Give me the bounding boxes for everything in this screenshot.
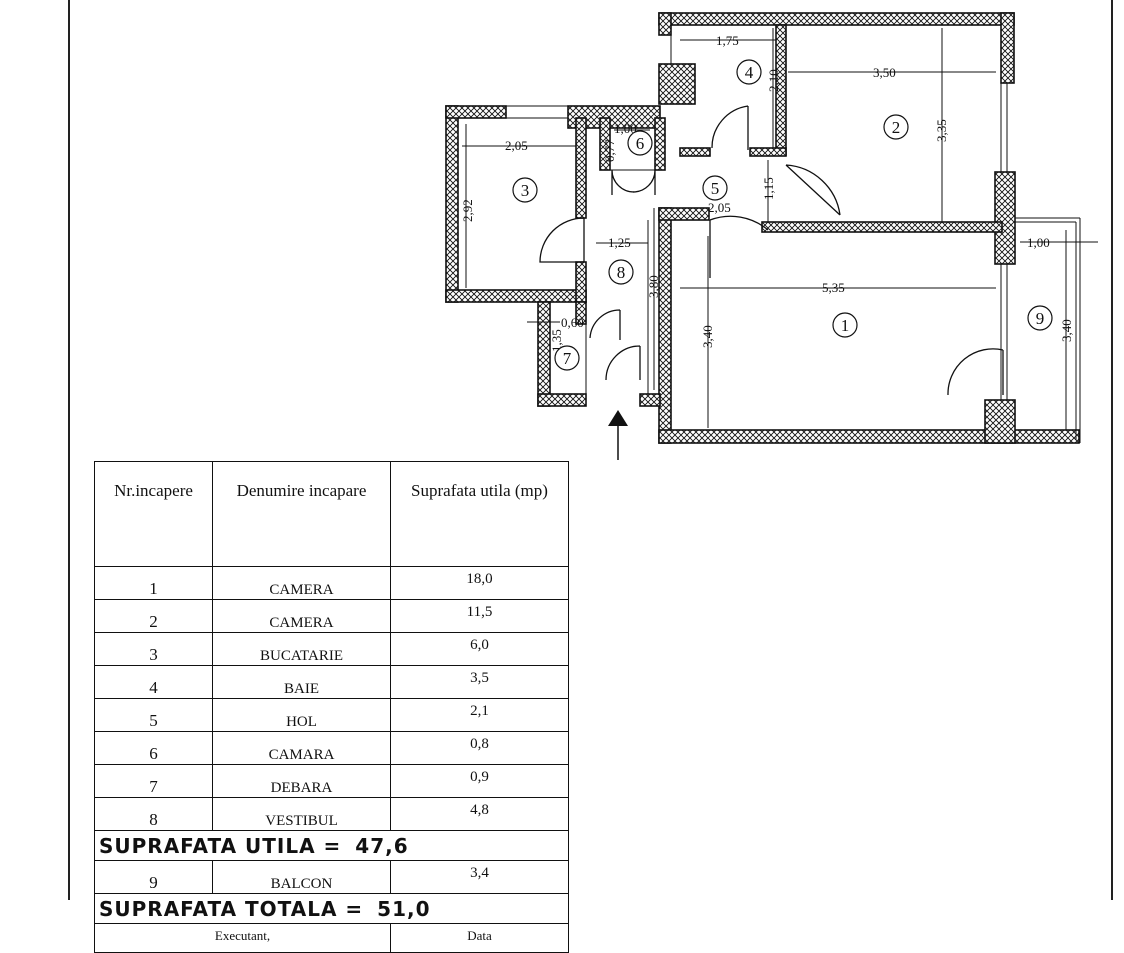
room-5-circle [702,175,728,201]
room-1-circle [832,312,858,338]
dim-2-92: 2,92 [460,199,475,222]
useful-total-label: SUPRAFATA UTILA = [99,833,342,858]
dim-2-10: 2,10 [766,69,781,92]
dim-3-40-room: 3,40 [700,325,715,348]
cell-name: VESTIBUL [212,797,391,831]
dim-3-50: 3,50 [873,65,896,80]
cell-nr: 4 [94,665,213,699]
room-8-number: 8 [617,263,626,282]
room-6-number: 6 [636,134,645,153]
room-6-circle [627,130,653,156]
room-numbers: 1 2 3 4 5 6 7 8 9 [521,63,1045,368]
cell-name: BUCATARIE [212,632,391,666]
header-area: Suprafata utila (mp) [390,461,569,567]
cell-area: 0,9 [390,764,569,798]
room-3-circle [512,177,538,203]
cell-name: HOL [212,698,391,732]
room-7-circle [554,345,580,371]
header-name: Denumire incapare [212,461,391,567]
table-row: 2 CAMERA 11,5 [94,599,569,633]
cell-area: 3,4 [390,860,569,894]
dim-3-80: 3,80 [646,275,661,298]
cell-area: 18,0 [390,566,569,600]
dim-5-35: 5,35 [822,280,845,295]
cell-nr: 3 [94,632,213,666]
doors [539,105,1004,396]
table-row: 1 CAMERA 18,0 [94,566,569,600]
room-9-number: 9 [1036,309,1045,328]
room-2-circle [883,114,909,140]
table-row: 6 CAMARA 0,8 [94,731,569,765]
dim-2-05-kitchen: 2,05 [505,138,528,153]
table-row: 7 DEBARA 0,9 [94,764,569,798]
thin-lines [506,35,1081,443]
entrance-arrow [608,410,628,460]
header-nr: Nr.incapere [94,461,213,567]
dim-0-77: 0,77 [602,139,617,162]
cell-area: 3,5 [390,665,569,699]
dim-3-35: 3,35 [934,119,949,142]
cell-area: 4,8 [390,797,569,831]
room-1-number: 1 [841,316,850,335]
right-frame-line [1111,0,1113,900]
cell-nr: 2 [94,599,213,633]
cell-nr: 5 [94,698,213,732]
dim-1-00-balcony: 1,00 [1027,235,1050,250]
dim-1-15: 1,15 [761,177,776,200]
dim-1-00-pantry: 1,00 [614,121,637,136]
table-footer-row: Executant, Data [94,923,569,953]
cell-nr: 9 [94,860,213,894]
grand-total-value: 51,0 [377,896,431,921]
dim-2-05-hall: 2,05 [708,200,731,215]
footer-executant: Executant, [94,923,391,953]
room-2-number: 2 [892,118,901,137]
room-9-circle [1027,305,1053,331]
cell-name: BAIE [212,665,391,699]
table-header-row: Nr.incapere Denumire incapare Suprafata … [94,461,569,567]
useful-total-row: SUPRAFATA UTILA = 47,6 [94,830,569,861]
cell-area: 11,5 [390,599,569,633]
dim-1-35: 1,35 [549,329,564,352]
cell-nr: 8 [94,797,213,831]
table-row: 4 BAIE 3,5 [94,665,569,699]
dim-3-40-balcony: 3,40 [1059,319,1074,342]
footer-data: Data [390,923,569,953]
grand-total-row: SUPRAFATA TOTALA = 51,0 [94,893,569,924]
room-5-number: 5 [711,179,720,198]
dim-1-75: 1,75 [716,33,739,48]
cell-nr: 6 [94,731,213,765]
room-markers [512,59,1053,371]
table-row: 8 VESTIBUL 4,8 [94,797,569,831]
cell-name: CAMARA [212,731,391,765]
table-row-balcony: 9 BALCON 3,4 [94,860,569,894]
room-4-circle [736,59,762,85]
cell-area: 2,1 [390,698,569,732]
cell-area: 0,8 [390,731,569,765]
room-8-circle [608,259,634,285]
cell-name: BALCON [212,860,391,894]
cell-name: DEBARA [212,764,391,798]
dim-0-60: 0,60 [561,315,584,330]
left-frame-line [68,0,70,900]
dimension-lines [462,28,1098,430]
useful-total-value: 47,6 [355,833,409,858]
cell-nr: 1 [94,566,213,600]
area-table: Nr.incapere Denumire incapare Suprafata … [94,461,569,953]
floor-plan: 1,75 3,50 2,10 3,35 2,05 2,92 1,00 0,77 … [445,12,1098,460]
cell-name: CAMERA [212,566,391,600]
cell-area: 6,0 [390,632,569,666]
walls [445,12,1080,444]
cell-nr: 7 [94,764,213,798]
grand-total-label: SUPRAFATA TOTALA = [99,896,364,921]
table-row: 5 HOL 2,1 [94,698,569,732]
cell-name: CAMERA [212,599,391,633]
room-4-number: 4 [745,63,754,82]
room-3-number: 3 [521,181,530,200]
table-row: 3 BUCATARIE 6,0 [94,632,569,666]
dim-1-25: 1,25 [608,235,631,250]
dimension-labels: 1,75 3,50 2,10 3,35 2,05 2,92 1,00 0,77 … [460,33,1074,352]
room-7-number: 7 [563,349,572,368]
